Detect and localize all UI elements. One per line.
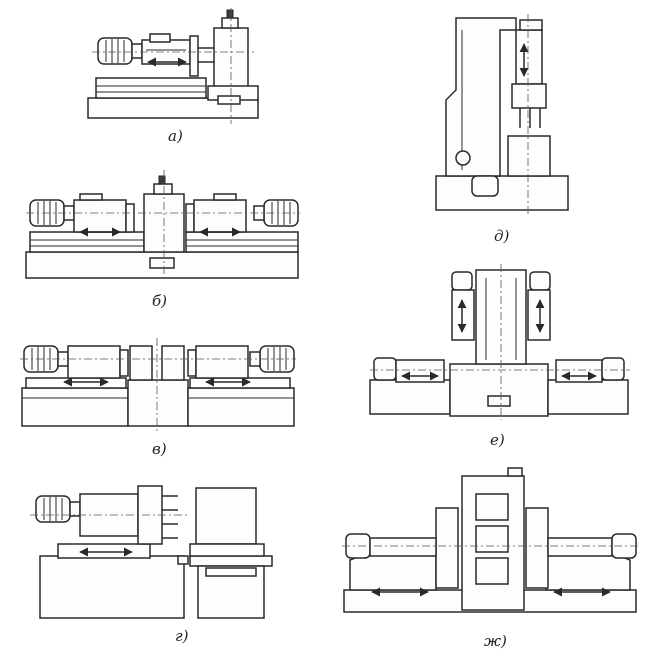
panel-d-drawing — [435, 14, 569, 214]
panel-b-drawing — [25, 170, 300, 282]
panel-zh-drawing — [342, 467, 640, 613]
panel-a-caption: а) — [168, 127, 183, 145]
panel-b-caption: б) — [152, 292, 168, 310]
panel-e-caption: е) — [490, 431, 505, 449]
panel-g-caption: г) — [175, 627, 189, 645]
panel-v-drawing — [20, 338, 296, 432]
panel-zh-caption: ж) — [484, 632, 507, 650]
panel-v-caption: в) — [152, 440, 167, 458]
panel-a-drawing — [87, 8, 259, 124]
panel-g-fixture — [195, 487, 257, 545]
panel-d-column — [445, 17, 517, 177]
panel-d-caption: д) — [494, 227, 510, 245]
panel-e-drawing — [369, 264, 630, 420]
panel-d-base — [435, 175, 569, 211]
panel-g-drawing — [30, 485, 273, 619]
